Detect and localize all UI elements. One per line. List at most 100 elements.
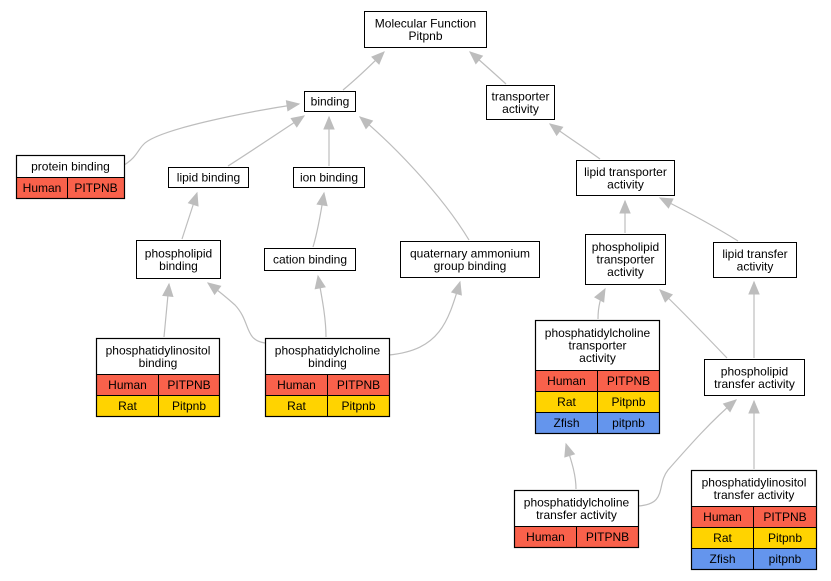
edges-layer <box>123 51 760 507</box>
edge-line <box>659 289 728 359</box>
gene-label: PITPNB <box>586 530 629 544</box>
species-label: Human <box>108 378 147 392</box>
edge-line <box>227 115 305 167</box>
edge-line <box>123 103 300 166</box>
edge-pc-transfer-to-pc-transporter <box>564 442 577 490</box>
species-label: Zfish <box>553 416 579 430</box>
node-label: ion binding <box>300 171 358 185</box>
edge-transporter-to-root <box>469 51 507 85</box>
node-box <box>304 91 356 112</box>
edge-phospholipid-binding-to-lipid-binding <box>181 191 199 240</box>
node-box <box>364 11 487 48</box>
species-label: Human <box>23 181 62 195</box>
node-label: activity <box>737 259 774 273</box>
gene-label: Pitpnb <box>611 395 645 409</box>
node-label: activity <box>607 177 644 191</box>
node-label: cation binding <box>273 253 347 267</box>
node-label: group binding <box>434 259 507 273</box>
node-label: binding <box>159 259 198 273</box>
node-box <box>576 160 675 196</box>
node-box <box>535 320 660 371</box>
node-outline <box>534 319 661 435</box>
node-label: lipid transporter <box>584 165 667 179</box>
edge-pc-binding-to-phospholipid-binding <box>206 282 266 344</box>
gene-label: Pitpnb <box>341 399 375 413</box>
node-pc-transporter[interactable]: phosphatidylcholinetransporteractivityHu… <box>534 319 661 435</box>
gene-label: PITPNB <box>763 510 806 524</box>
edge-pc-binding-to-quaternary <box>388 280 462 356</box>
species-row-rat: Rat Pitpnb <box>535 391 660 413</box>
node-label: phospholipid <box>721 364 788 378</box>
edge-line <box>388 281 461 356</box>
gene-label: PITPNB <box>167 378 210 392</box>
node-label: Molecular Function <box>375 16 476 30</box>
species-label: Human <box>277 378 316 392</box>
node-box <box>400 241 540 278</box>
species-label: Rat <box>287 399 306 413</box>
node-label: phosphatidylcholine <box>275 343 381 357</box>
node-cation-binding[interactable]: cation binding <box>264 248 356 271</box>
edge-binding-to-root <box>342 51 385 91</box>
arrowhead-icon <box>548 123 564 137</box>
edge-pi-transfer-to-pl-transfer <box>748 399 760 469</box>
arrowhead-icon <box>450 280 462 296</box>
arrowhead-icon <box>722 399 737 413</box>
gene-label: pitpnb <box>769 552 802 566</box>
node-label: phosphatidylinositol <box>702 475 807 489</box>
node-box <box>486 85 555 120</box>
edge-pl-transfer-to-lipid-transfer <box>748 280 760 358</box>
arrowhead-icon <box>469 51 484 65</box>
node-binding[interactable]: binding <box>304 91 356 112</box>
arrowhead-icon <box>162 282 174 297</box>
node-label: transporter <box>491 89 549 103</box>
edge-pc-transporter-to-pl-transporter <box>593 287 606 320</box>
node-lipid-binding[interactable]: lipid binding <box>168 167 249 188</box>
gene-label: Pitpnb <box>768 531 802 545</box>
node-label: activity <box>502 102 539 116</box>
node-label: lipid binding <box>177 171 240 185</box>
node-label: activity <box>579 351 616 365</box>
node-outline <box>264 337 391 418</box>
node-label: lipid transfer <box>722 247 787 261</box>
node-label: transporter <box>568 339 626 353</box>
edge-pc-transfer-to-pl-transfer <box>637 399 737 507</box>
edge-pl-transporter-to-lipid-transporter <box>619 199 631 233</box>
node-label: binding <box>139 356 178 370</box>
node-label: phosphatidylcholine <box>545 326 651 340</box>
arrowhead-icon <box>323 115 335 130</box>
species-row-human: Human PITPNB <box>96 374 220 396</box>
edge-line <box>659 197 739 242</box>
arrowhead-icon <box>371 51 385 65</box>
species-row-rat: Rat Pitpnb <box>691 527 817 549</box>
node-label: quaternary ammonium <box>410 246 530 260</box>
species-label: Rat <box>713 531 732 545</box>
edge-quaternary-to-binding <box>359 116 470 241</box>
node-box <box>691 470 817 507</box>
arrowhead-icon <box>748 280 760 295</box>
node-label: activity <box>607 265 644 279</box>
node-outline <box>690 469 818 571</box>
node-ion-binding[interactable]: ion binding <box>293 167 365 188</box>
species-label: Human <box>526 530 565 544</box>
node-label: phospholipid <box>145 246 212 260</box>
arrowhead-icon <box>619 199 631 214</box>
node-label: phospholipid <box>592 240 659 254</box>
species-label: Human <box>547 374 586 388</box>
species-label: Rat <box>557 395 576 409</box>
